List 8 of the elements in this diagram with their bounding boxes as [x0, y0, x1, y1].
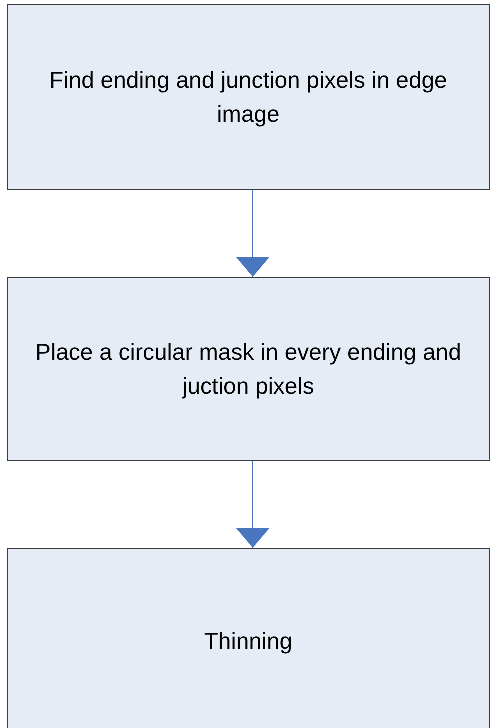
step-text: Thinning	[203, 627, 294, 656]
process-box	[7, 548, 490, 728]
step-text: Place a circular mask in every ending and juction pixels	[34, 338, 462, 401]
arrow	[236, 460, 270, 548]
step-text: Find ending and junction pixels in edge image	[48, 66, 448, 129]
process-box	[7, 277, 490, 461]
process-box	[7, 4, 490, 190]
arrow	[236, 190, 270, 278]
